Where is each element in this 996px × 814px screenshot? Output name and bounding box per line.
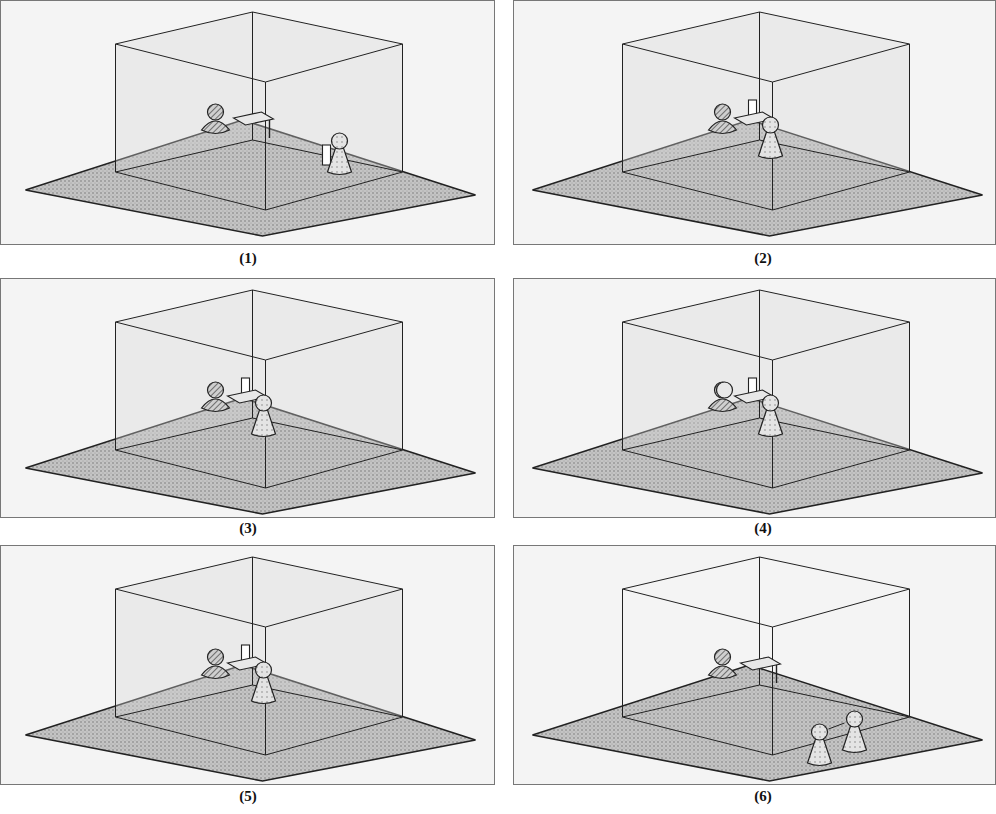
cube-top bbox=[116, 290, 403, 360]
cube-shade bbox=[623, 12, 910, 210]
panel-frame bbox=[514, 546, 996, 785]
cube-edge bbox=[115, 322, 116, 450]
table-leg bbox=[269, 120, 270, 138]
cube-edge bbox=[622, 44, 623, 172]
cube-shade bbox=[116, 557, 403, 755]
cube-shade bbox=[116, 290, 403, 488]
panel-number: (3) bbox=[239, 520, 257, 537]
seated-figure bbox=[709, 399, 737, 412]
panel-number: (2) bbox=[754, 250, 772, 267]
table-top bbox=[741, 657, 781, 670]
figure-head bbox=[715, 104, 731, 120]
figure-body bbox=[252, 677, 276, 704]
seated-figure bbox=[709, 666, 737, 679]
panel bbox=[514, 1, 996, 245]
cube-edge bbox=[622, 589, 623, 717]
seated-figure bbox=[709, 121, 737, 134]
panel-frame bbox=[514, 1, 996, 245]
figure-head bbox=[256, 662, 272, 678]
cube-edge bbox=[772, 627, 773, 755]
panel bbox=[1, 546, 495, 785]
cube-top bbox=[623, 557, 910, 627]
figure-head bbox=[812, 724, 828, 740]
panel-frame bbox=[1, 546, 495, 785]
door bbox=[323, 145, 331, 165]
cube-edge bbox=[909, 589, 910, 717]
figure-head bbox=[715, 649, 731, 665]
table-top bbox=[234, 112, 274, 125]
cube-shade bbox=[623, 290, 910, 488]
figure-body bbox=[759, 410, 783, 437]
panel bbox=[514, 546, 996, 785]
cube-edge bbox=[265, 82, 266, 210]
panel-frame bbox=[514, 279, 996, 518]
cube-edge bbox=[115, 44, 116, 172]
floor-plane bbox=[533, 665, 983, 781]
panel-frame bbox=[1, 279, 495, 518]
figure-head bbox=[208, 382, 224, 398]
panel bbox=[1, 279, 495, 518]
cube-floor bbox=[116, 140, 403, 210]
figure-body bbox=[808, 739, 832, 766]
figure-head bbox=[208, 104, 224, 120]
figure-head bbox=[717, 382, 733, 398]
figure-head bbox=[256, 395, 272, 411]
panel-frame bbox=[1, 1, 495, 245]
cube-edge bbox=[909, 322, 910, 450]
cube-shade bbox=[116, 12, 403, 210]
cube-edge bbox=[622, 322, 623, 450]
table-leg bbox=[776, 665, 777, 683]
figure-head bbox=[763, 395, 779, 411]
figure-head bbox=[208, 649, 224, 665]
figure-body bbox=[328, 148, 352, 175]
panel-number: (4) bbox=[754, 520, 772, 537]
panel-number: (1) bbox=[239, 250, 257, 267]
seated-figure bbox=[202, 666, 230, 679]
panel-number: (6) bbox=[754, 788, 772, 805]
cube-edge bbox=[402, 44, 403, 172]
cube-top bbox=[623, 12, 910, 82]
cube-edge bbox=[909, 44, 910, 172]
figure-head bbox=[332, 133, 348, 149]
figure-arm bbox=[829, 723, 845, 729]
figure-head bbox=[763, 117, 779, 133]
cube-edge bbox=[115, 589, 116, 717]
figure-body bbox=[252, 410, 276, 437]
cube-floor bbox=[623, 685, 910, 755]
seated-figure bbox=[202, 399, 230, 412]
cube-top bbox=[116, 557, 403, 627]
cube-edge bbox=[402, 589, 403, 717]
figure-body bbox=[759, 132, 783, 159]
cube-top bbox=[623, 290, 910, 360]
figure-head bbox=[847, 711, 863, 727]
panel bbox=[1, 1, 495, 245]
panel bbox=[514, 279, 996, 518]
panel-number: (5) bbox=[239, 788, 257, 805]
cube-edge bbox=[402, 322, 403, 450]
figure-body bbox=[843, 726, 867, 753]
cube-top bbox=[116, 12, 403, 82]
seated-figure bbox=[202, 121, 230, 134]
